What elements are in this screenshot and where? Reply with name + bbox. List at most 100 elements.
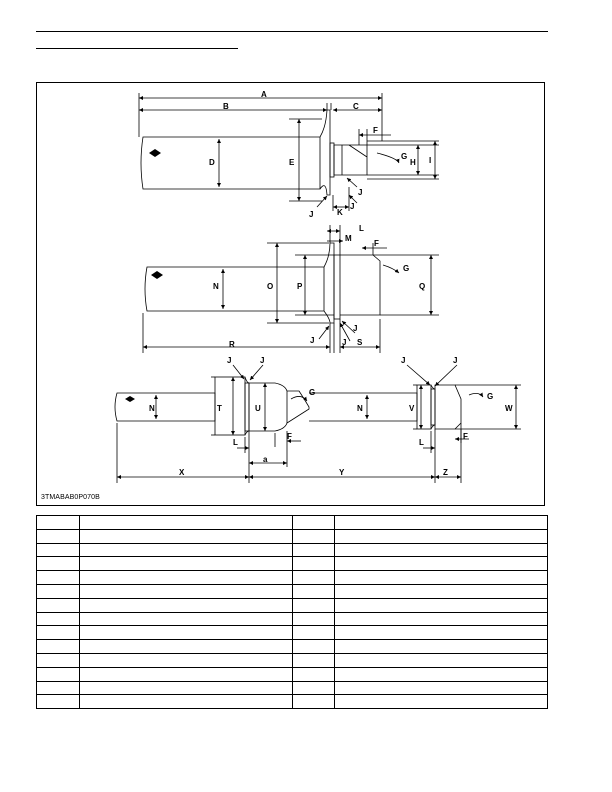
label-H: H bbox=[410, 158, 416, 167]
table-cell bbox=[292, 666, 335, 682]
label-a: a bbox=[263, 455, 268, 464]
table-cell bbox=[292, 639, 335, 654]
label-G: G bbox=[403, 264, 409, 273]
table-cell bbox=[292, 556, 335, 572]
table-cell bbox=[334, 694, 548, 710]
table-cell bbox=[36, 666, 80, 682]
table-cell bbox=[334, 666, 548, 682]
tool3-ring bbox=[244, 382, 250, 432]
table-cell bbox=[79, 666, 293, 682]
table-cell bbox=[334, 570, 548, 585]
table-cell bbox=[36, 680, 80, 696]
table-cell bbox=[334, 597, 548, 613]
tool1-nose bbox=[333, 144, 368, 176]
table-cell bbox=[334, 515, 548, 530]
tool-drawing: A B C D E F G H I J J J K L M F G N O P … bbox=[114, 90, 521, 483]
label-J: J bbox=[350, 202, 354, 211]
label-U: U bbox=[255, 404, 261, 413]
table-cell bbox=[334, 583, 548, 599]
label-G: G bbox=[309, 388, 315, 397]
tool1-shank bbox=[140, 136, 321, 190]
table-cell bbox=[79, 611, 293, 627]
tool3-collar-v bbox=[416, 384, 432, 430]
table-cell bbox=[334, 639, 548, 654]
label-N: N bbox=[213, 282, 219, 291]
table-row bbox=[36, 652, 548, 668]
table-cell bbox=[292, 597, 335, 613]
table-cell bbox=[79, 556, 293, 572]
table-cell bbox=[292, 583, 335, 599]
table-cell bbox=[292, 528, 335, 544]
label-A: A bbox=[261, 90, 267, 99]
label-F: F bbox=[373, 126, 378, 135]
table-cell bbox=[79, 583, 293, 599]
tool3-mid-shank bbox=[309, 392, 418, 422]
label-Y: Y bbox=[339, 468, 345, 477]
spec-table bbox=[36, 515, 548, 710]
table-cell bbox=[36, 694, 80, 710]
label-Z: Z bbox=[443, 468, 448, 477]
table-cell bbox=[292, 694, 335, 710]
table-cell bbox=[36, 528, 80, 544]
tool3-nose-w bbox=[434, 384, 462, 430]
table-row bbox=[36, 597, 548, 613]
label-F: F bbox=[463, 432, 468, 441]
label-F: F bbox=[374, 239, 379, 248]
table-row bbox=[36, 639, 548, 654]
table-cell bbox=[79, 639, 293, 654]
table-cell bbox=[292, 625, 335, 641]
label-J: J bbox=[353, 324, 357, 333]
label-K: K bbox=[337, 208, 343, 217]
table-cell bbox=[79, 542, 293, 558]
dimension-labels: A B C D E F G H I J J J K L M F G N O P … bbox=[149, 90, 513, 477]
table-cell bbox=[36, 625, 80, 641]
table-row bbox=[36, 542, 548, 558]
header-rule bbox=[36, 31, 548, 32]
table-row bbox=[36, 625, 548, 641]
label-N: N bbox=[149, 404, 155, 413]
label-B: B bbox=[223, 102, 229, 111]
table-cell bbox=[36, 542, 80, 558]
table-row bbox=[36, 666, 548, 682]
tool2-shank bbox=[144, 266, 325, 312]
table-cell bbox=[79, 680, 293, 696]
label-J: J bbox=[453, 356, 457, 365]
table-cell bbox=[36, 556, 80, 572]
label-D: D bbox=[209, 158, 215, 167]
label-G: G bbox=[401, 152, 407, 161]
label-E: E bbox=[289, 158, 295, 167]
label-I: I bbox=[429, 156, 431, 165]
table-cell bbox=[292, 652, 335, 668]
label-J: J bbox=[342, 338, 346, 347]
table-row bbox=[36, 570, 548, 585]
label-N: N bbox=[357, 404, 363, 413]
table-cell bbox=[292, 570, 335, 585]
table-cell bbox=[79, 528, 293, 544]
table-cell bbox=[79, 694, 293, 710]
label-J: J bbox=[358, 188, 362, 197]
table-cell bbox=[334, 652, 548, 668]
table-cell bbox=[292, 611, 335, 627]
tool3-ring-2 bbox=[430, 388, 436, 426]
table-row bbox=[36, 528, 548, 544]
table-cell bbox=[334, 625, 548, 641]
table-cell bbox=[292, 680, 335, 696]
label-W: W bbox=[505, 404, 513, 413]
table-cell bbox=[292, 542, 335, 558]
table-cell bbox=[36, 652, 80, 668]
tool-drawing-figure: A B C D E F G H I J J J K L M F G N O P … bbox=[36, 82, 545, 506]
table-cell bbox=[36, 515, 80, 530]
table-cell bbox=[79, 570, 293, 585]
label-J: J bbox=[309, 210, 313, 219]
table-cell bbox=[36, 570, 80, 585]
label-G: G bbox=[487, 392, 493, 401]
table-cell bbox=[334, 528, 548, 544]
table-cell bbox=[334, 542, 548, 558]
table-cell bbox=[292, 515, 335, 530]
tool3-taper bbox=[286, 390, 310, 424]
label-L: L bbox=[233, 438, 238, 447]
label-T: T bbox=[217, 404, 222, 413]
label-J: J bbox=[227, 356, 231, 365]
table-cell bbox=[79, 625, 293, 641]
label-S: S bbox=[357, 338, 363, 347]
